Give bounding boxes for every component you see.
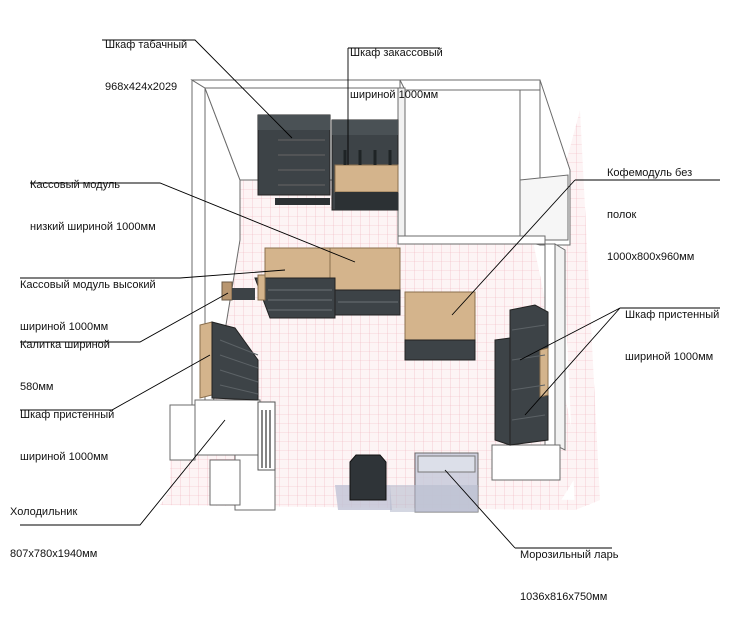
label-fridge: Холодильник 807x780x1940мм	[10, 506, 98, 560]
behind-checkout-cabinet	[331, 119, 399, 211]
label-freezer: Морозильный ларь 1036x816x750мм	[520, 549, 619, 603]
gate	[221, 281, 255, 301]
label-tobacco-cabinet: Шкаф табачный 968x424x2029	[105, 39, 188, 93]
wall-cabinet-right	[494, 304, 549, 446]
label-behind-checkout-cabinet: Шкаф закассовый шириной 1000мм	[350, 47, 443, 101]
label-low-checkout-module: Кассовый модуль низкий шириной 1000мм	[30, 179, 156, 233]
floor-plan-3d	[20, 39, 720, 549]
label-wall-cabinet-right: Шкаф пристенный шириной 1000мм	[625, 309, 720, 363]
label-gate: Калитка шириной 580мм	[20, 339, 110, 393]
wall-cabinet-left	[199, 321, 259, 401]
checkout-counter	[254, 247, 401, 319]
freezer	[390, 452, 479, 513]
store-layout-diagram: Шкаф табачный 968x424x2029 Шкаф закассов…	[10, 39, 720, 603]
leader-lines	[20, 39, 720, 549]
label-wall-cabinet-left: Шкаф пристенный шириной 1000мм	[20, 409, 115, 463]
outer-wall-left-bottom	[170, 455, 200, 505]
fridge	[257, 401, 276, 471]
tobacco-cabinet	[257, 114, 331, 205]
coffee-module	[404, 291, 476, 361]
label-coffee-module: Кофемодуль без полок 1000x800x960мм	[607, 167, 695, 263]
label-high-checkout-module: Кассовый модуль высокий шириной 1000мм	[20, 279, 156, 333]
waste-bin	[335, 454, 392, 510]
